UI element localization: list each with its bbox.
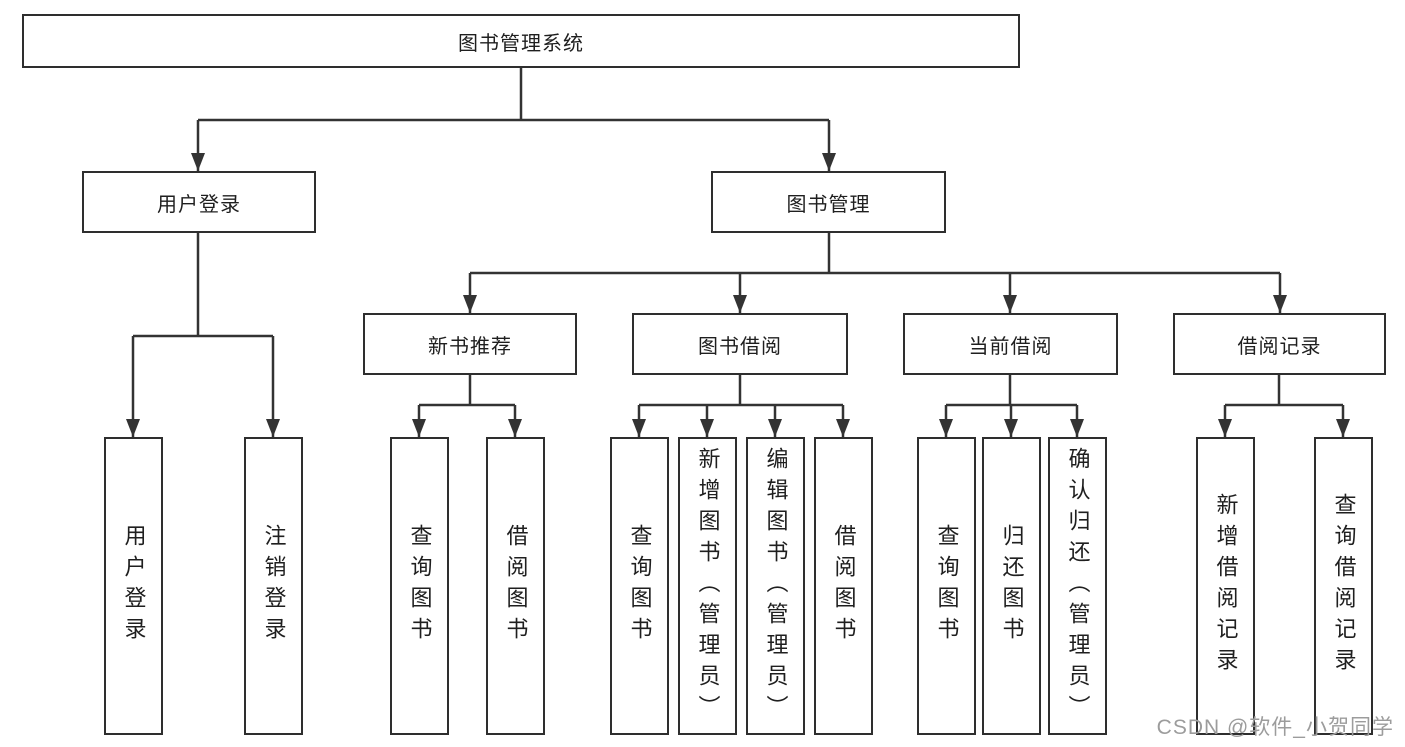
- leaf-borrow-books-borrow: 借阅图书: [814, 437, 873, 735]
- leaf-label: 编辑图书（管理员）: [763, 446, 789, 726]
- leaf-label: 查询借阅记录: [1331, 493, 1357, 679]
- node-book-management: 图书管理: [711, 171, 946, 233]
- leaf-return-book: 归还图书: [982, 437, 1041, 735]
- node-user-login: 用户登录: [82, 171, 316, 233]
- leaf-label: 用户登录: [121, 524, 147, 648]
- leaf-label: 查询图书: [627, 524, 653, 648]
- leaf-query-borrow-record: 查询借阅记录: [1314, 437, 1373, 735]
- leaf-label: 借阅图书: [503, 524, 529, 648]
- leaf-query-books-current: 查询图书: [917, 437, 976, 735]
- leaf-logout: 注销登录: [244, 437, 303, 735]
- leaf-add-borrow-record: 新增借阅记录: [1196, 437, 1255, 735]
- leaf-label: 查询图书: [934, 524, 960, 648]
- leaf-user-login: 用户登录: [104, 437, 163, 735]
- leaf-borrow-books-recommend: 借阅图书: [486, 437, 545, 735]
- leaf-label: 注销登录: [261, 524, 287, 648]
- node-new-book-recommend: 新书推荐: [363, 313, 577, 375]
- node-library-management-system: 图书管理系统: [22, 14, 1020, 68]
- node-borrow-records: 借阅记录: [1173, 313, 1386, 375]
- leaf-label: 新增图书（管理员）: [695, 446, 721, 726]
- leaf-edit-book-admin: 编辑图书（管理员）: [746, 437, 805, 735]
- leaf-query-books-borrow: 查询图书: [610, 437, 669, 735]
- csdn-watermark: CSDN @软件_小贺同学: [1156, 716, 1394, 739]
- node-book-borrow: 图书借阅: [632, 313, 848, 375]
- leaf-label: 新增借阅记录: [1213, 493, 1239, 679]
- leaf-add-book-admin: 新增图书（管理员）: [678, 437, 737, 735]
- leaf-label: 借阅图书: [831, 524, 857, 648]
- leaf-label: 归还图书: [999, 524, 1025, 648]
- leaf-query-books-recommend: 查询图书: [390, 437, 449, 735]
- leaf-confirm-return-admin: 确认归还（管理员）: [1048, 437, 1107, 735]
- leaf-label: 确认归还（管理员）: [1065, 446, 1091, 726]
- node-current-borrow: 当前借阅: [903, 313, 1118, 375]
- leaf-label: 查询图书: [407, 524, 433, 648]
